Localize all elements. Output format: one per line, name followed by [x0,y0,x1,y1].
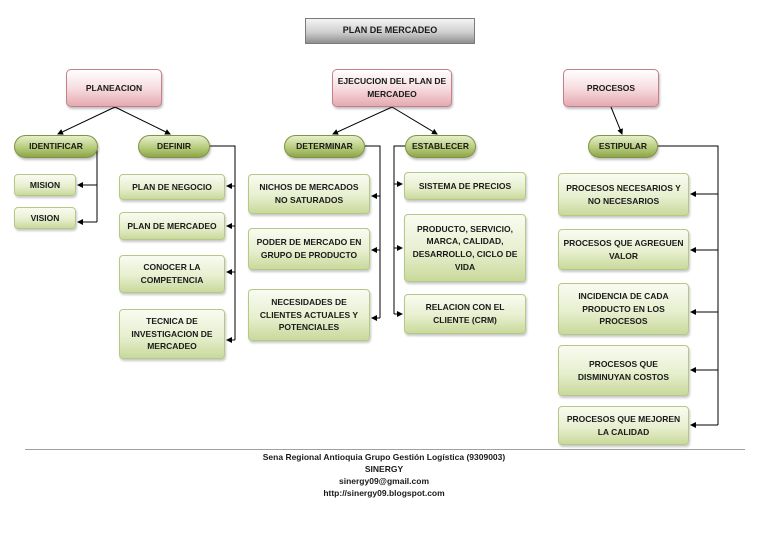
node-procesos-calidad: PROCESOS QUE MEJOREN LA CALIDAD [558,406,689,445]
node-planeacion: PLANEACION [66,69,162,107]
footer-url: http://sinergy09.blogspot.com [323,488,445,498]
node-establecer: ESTABLECER [405,135,476,158]
node-conocer-competencia: CONOCER LA COMPETENCIA [119,255,225,293]
node-procesos-valor: PROCESOS QUE AGREGUEN VALOR [558,229,689,270]
node-necesidades: NECESIDADES DE CLIENTES ACTUALES Y POTEN… [248,289,370,341]
node-definir: DEFINIR [138,135,210,158]
node-ejecucion: EJECUCION DEL PLAN DE MERCADEO [332,69,452,107]
node-vision: VISION [14,207,76,229]
footer-divider [25,449,745,450]
node-poder-mercado: PODER DE MERCADO EN GRUPO DE PRODUCTO [248,228,370,270]
node-plan-mercadeo: PLAN DE MERCADEO [119,212,225,240]
node-producto: PRODUCTO, SERVICIO, MARCA, CALIDAD, DESA… [404,214,526,282]
footer-brand: SINERGY [364,464,404,474]
node-determinar: DETERMINAR [284,135,365,158]
node-estipular: ESTIPULAR [588,135,658,158]
footer-email: sinergy09@gmail.com [338,476,430,486]
node-procesos: PROCESOS [563,69,659,107]
node-relacion-cliente: RELACION CON EL CLIENTE (CRM) [404,294,526,334]
node-mision: MISION [14,174,76,196]
node-identificar: IDENTIFICAR [14,135,98,158]
node-nichos: NICHOS DE MERCADOS NO SATURADOS [248,174,370,214]
node-procesos-necesarios: PROCESOS NECESARIOS Y NO NECESARIOS [558,173,689,216]
diagram-title: PLAN DE MERCADEO [305,18,475,44]
node-tecnica-investigacion: TECNICA DE INVESTIGACION DE MERCADEO [119,309,225,359]
node-procesos-costos: PROCESOS QUE DISMINUYAN COSTOS [558,345,689,396]
node-incidencia: INCIDENCIA DE CADA PRODUCTO EN LOS PROCE… [558,283,689,335]
node-sistema-precios: SISTEMA DE PRECIOS [404,172,526,200]
footer-organization: Sena Regional Antioquia Grupo Gestión Lo… [262,452,506,462]
node-plan-negocio: PLAN DE NEGOCIO [119,174,225,200]
